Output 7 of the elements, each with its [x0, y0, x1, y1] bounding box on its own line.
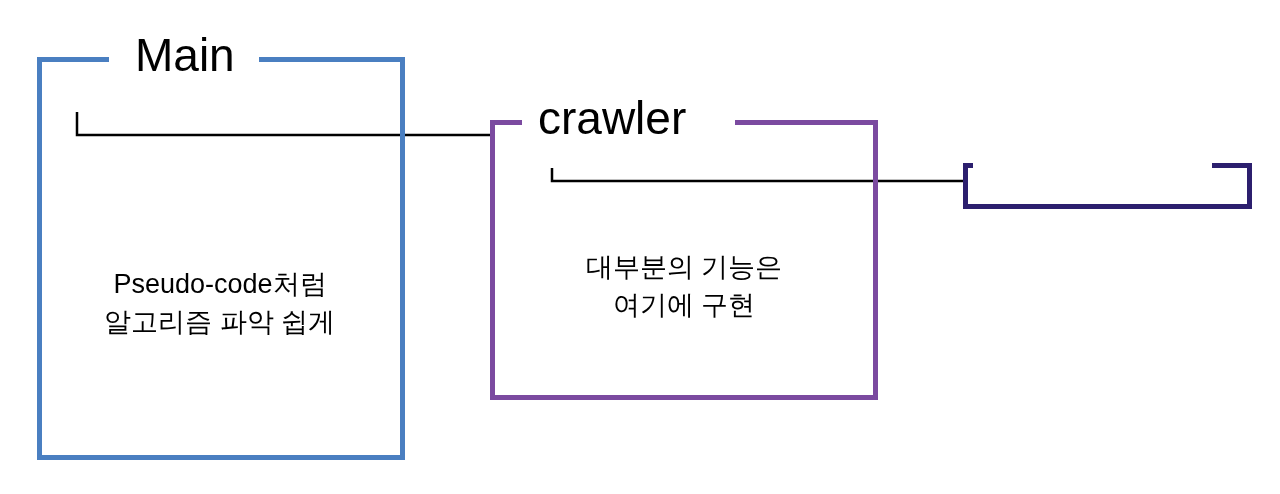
- box-text: 대부분의 기능은 여기에 구현: [584, 251, 784, 322]
- connector-line: [550, 168, 965, 183]
- box-text: Pseudo-code처럼 알고리즘 파악 쉽게: [103, 268, 337, 339]
- box-title: crawler: [538, 92, 687, 144]
- connector-line: [75, 112, 490, 137]
- bracket-frame: [963, 163, 1252, 209]
- box-title: Main: [135, 29, 235, 81]
